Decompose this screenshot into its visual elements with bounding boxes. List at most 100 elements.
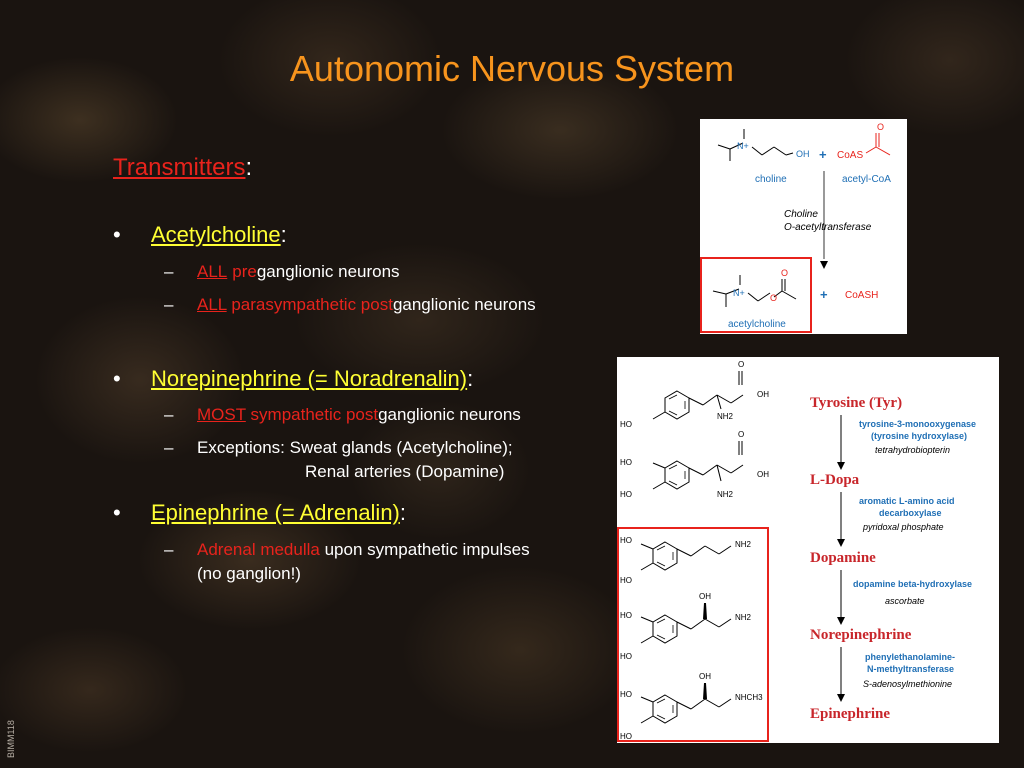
sub-ne-2: – Exceptions: Sweat glands (Acetylcholine… [164,437,513,459]
ho-label: HO [620,652,632,661]
nh2-label: NH2 [717,412,734,421]
bullet-colon: : [467,366,474,391]
o-ester-label: O [770,293,777,303]
plus-sign: + [819,147,827,162]
o-label: O [738,360,744,369]
tyrosine-label: Tyrosine (Tyr) [810,395,902,411]
product-highlight-box [700,257,812,333]
ho-label: HO [620,576,632,585]
ho-label: HO [620,420,632,429]
bullet-acetylcholine: • Acetylcholine: [113,222,287,248]
sub-dash: – [164,405,174,424]
sub-text: (no ganglion!) [197,564,301,583]
enzyme4-line1: phenylethanolamine- [865,652,955,662]
sub-dash: – [164,540,174,559]
cofactor4: S-adenosylmethionine [863,679,952,689]
reaction-arrowhead [820,261,828,269]
oh-label: OH [796,149,810,159]
norepinephrine-label: Norepinephrine [810,627,912,643]
bullet-label: Acetylcholine [151,222,281,247]
sub-emph: ALL [197,262,228,281]
enzyme1-line2: (tyrosine hydroxylase) [871,431,967,441]
dopamine-structure: HO HO NH2 [620,536,752,585]
plus-sign-2: + [820,287,828,302]
sub-text: ganglionic neurons [256,262,400,281]
sub-epi-1b: (no ganglion!) [197,563,301,585]
n-plus-label: N+ [737,141,749,151]
epinephrine-label: Epinephrine [810,706,890,722]
acetylcholine-structure [712,275,797,307]
catecholamine-highlight-box [617,527,769,742]
epinephrine-structure: HO HO OH NHCH3 [620,672,763,741]
nh2-label: NH2 [735,613,752,622]
enzyme2-line1: aromatic L-amino acid [859,496,955,506]
oh-label: OH [757,470,769,479]
section-heading: Transmitters: [113,154,252,182]
sub-red: sympathetic post [245,405,379,424]
ldopa-structure: HO HO O OH NH2 [620,430,769,499]
section-heading-colon: : [245,154,253,181]
bullet-colon: : [280,222,287,247]
bullet-dot: • [113,500,121,525]
sub-text: ganglionic neurons [392,295,536,314]
bullet-label: Norepinephrine (= Noradrenalin) [151,366,468,391]
sub-ne-2b: Renal arteries (Dopamine) [305,461,504,483]
coas-label: CoAS [837,150,863,161]
norepinephrine-structure: HO HO OH NH2 [620,592,752,661]
o-label: O [877,122,884,132]
enzyme3: dopamine beta-hydroxylase [853,579,972,589]
cofactor3: ascorbate [885,596,925,606]
acetylcholine-label: acetylcholine [728,319,786,330]
sub-red: Adrenal medulla [197,540,320,559]
sub-emph: MOST [197,405,246,424]
bullet-norepinephrine: • Norepinephrine (= Noradrenalin): [113,366,473,392]
slide-title: Autonomic Nervous System [289,48,735,89]
ldopa-label: L-Dopa [810,472,860,488]
o-label: O [738,430,744,439]
n-plus-label-2: N+ [733,288,745,298]
sub-dash: – [164,438,174,457]
ho-label: HO [620,690,632,699]
sub-red: pre [232,262,257,281]
sub-emph: ALL [197,295,227,314]
sub-dash: – [164,295,174,314]
bullet-colon: : [399,500,407,525]
acetyl-coa-label: acetyl-CoA [842,174,891,185]
catecholamine-pathway-figure: HO O OH NH2 HO HO O OH NH2 [617,357,999,743]
sub-text: upon sympathetic impulses [319,540,530,559]
ho-label: HO [620,536,632,545]
cofactor2: pyridoxal phosphate [862,522,944,532]
enzyme4-line2: N-methyltransferase [867,664,954,674]
cofactor1: tetrahydrobiopterin [875,445,950,455]
bullet-epinephrine: • Epinephrine (= Adrenalin): [113,500,406,526]
enzyme-line2: O-acetyltransferase [784,222,872,233]
sub-dash: – [164,262,174,281]
tyrosine-structure: HO O OH NH2 [620,360,769,429]
coash-label: CoASH [845,290,878,301]
bullet-dot: • [113,222,121,247]
side-tag: BIMM118 [6,720,16,758]
sub-text: Exceptions: Sweat glands (Acetylcholine)… [197,438,513,457]
oh-label: OH [699,592,711,601]
choline-structure [717,129,794,161]
oh-label: OH [757,390,769,399]
sub-text: ganglionic neurons [378,405,521,424]
bullet-label: Epinephrine (= Adrenalin) [151,500,400,525]
nh2-label: NH2 [717,490,734,499]
enzyme1-line1: tyrosine-3-monooxygenase [859,419,976,429]
ho-label: HO [620,490,632,499]
ho-label: HO [620,732,632,741]
sub-ne-1: – MOST sympathetic postganglionic neurons [164,404,521,426]
sub-text: Renal arteries (Dopamine) [305,462,505,481]
ho-label: HO [620,458,632,467]
nhch3-label: NHCH3 [735,693,763,702]
o-carbonyl-label: O [781,268,788,278]
sub-red: parasympathetic post [226,295,393,314]
bullet-dot: • [113,366,121,391]
dopamine-label: Dopamine [810,550,876,566]
sub-epi-1: – Adrenal medulla upon sympathetic impuls… [164,539,530,561]
ho-label: HO [620,611,632,620]
section-heading-label: Transmitters [113,154,246,181]
enzyme-line1: Choline [784,209,818,220]
